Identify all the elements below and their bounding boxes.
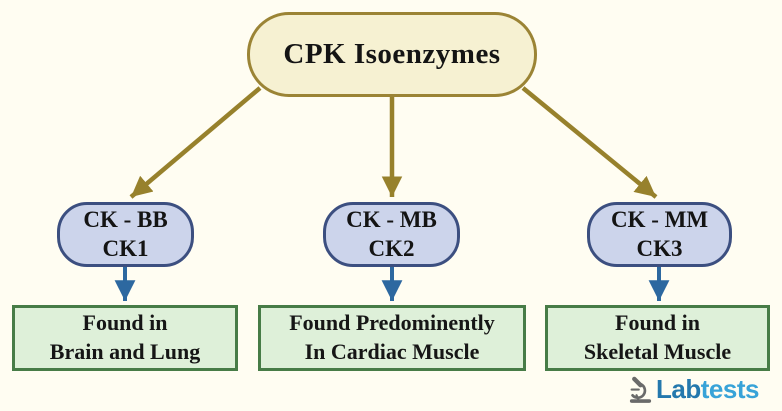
node-ck-mm-isoenzyme: CK - MM [610,207,709,233]
node-ck-mb-isoenzyme: CK - MB [346,207,437,233]
node-finding-skeletal-muscle: Found in Skeletal Muscle [545,305,770,371]
finding-skeletal-muscle-line1: Found in [615,310,700,336]
logo-text-primary: Lab [656,374,701,404]
node-ck-bb-alias: CK1 [102,235,149,261]
finding-skeletal-muscle-line2: Skeletal Muscle [583,339,732,364]
finding-cardiac-muscle-line1: Found Predominently [289,310,495,336]
node-cpk-isoenzymes-label: CPK Isoenzymes [283,38,501,70]
node-finding-cardiac-muscle: Found Predominently In Cardiac Muscle [258,305,526,371]
finding-brain-lung-line2: Brain and Lung [49,339,201,364]
node-ck-mb: CK - MB CK2 [323,202,460,267]
arrow-root-to-ck-mm [521,86,658,199]
node-cpk-isoenzymes: CPK Isoenzymes [247,12,537,97]
node-ck-bb-isoenzyme: CK - BB [83,207,168,233]
finding-brain-lung-line1: Found in [82,310,168,336]
node-ck-mm: CK - MM CK3 [587,202,732,267]
logo-text-secondary: tests [700,374,760,404]
node-ck-mb-alias: CK2 [368,235,415,261]
microscope-icon [629,376,652,403]
finding-cardiac-muscle-line2: In Cardiac Muscle [304,339,480,364]
node-finding-brain-lung: Found in Brain and Lung [12,305,238,371]
arrow-root-to-ck-bb [129,86,262,199]
node-ck-bb: CK - BB CK1 [57,202,194,267]
node-ck-mm-alias: CK3 [636,235,683,261]
labtests-logo: Labtests [629,374,759,405]
